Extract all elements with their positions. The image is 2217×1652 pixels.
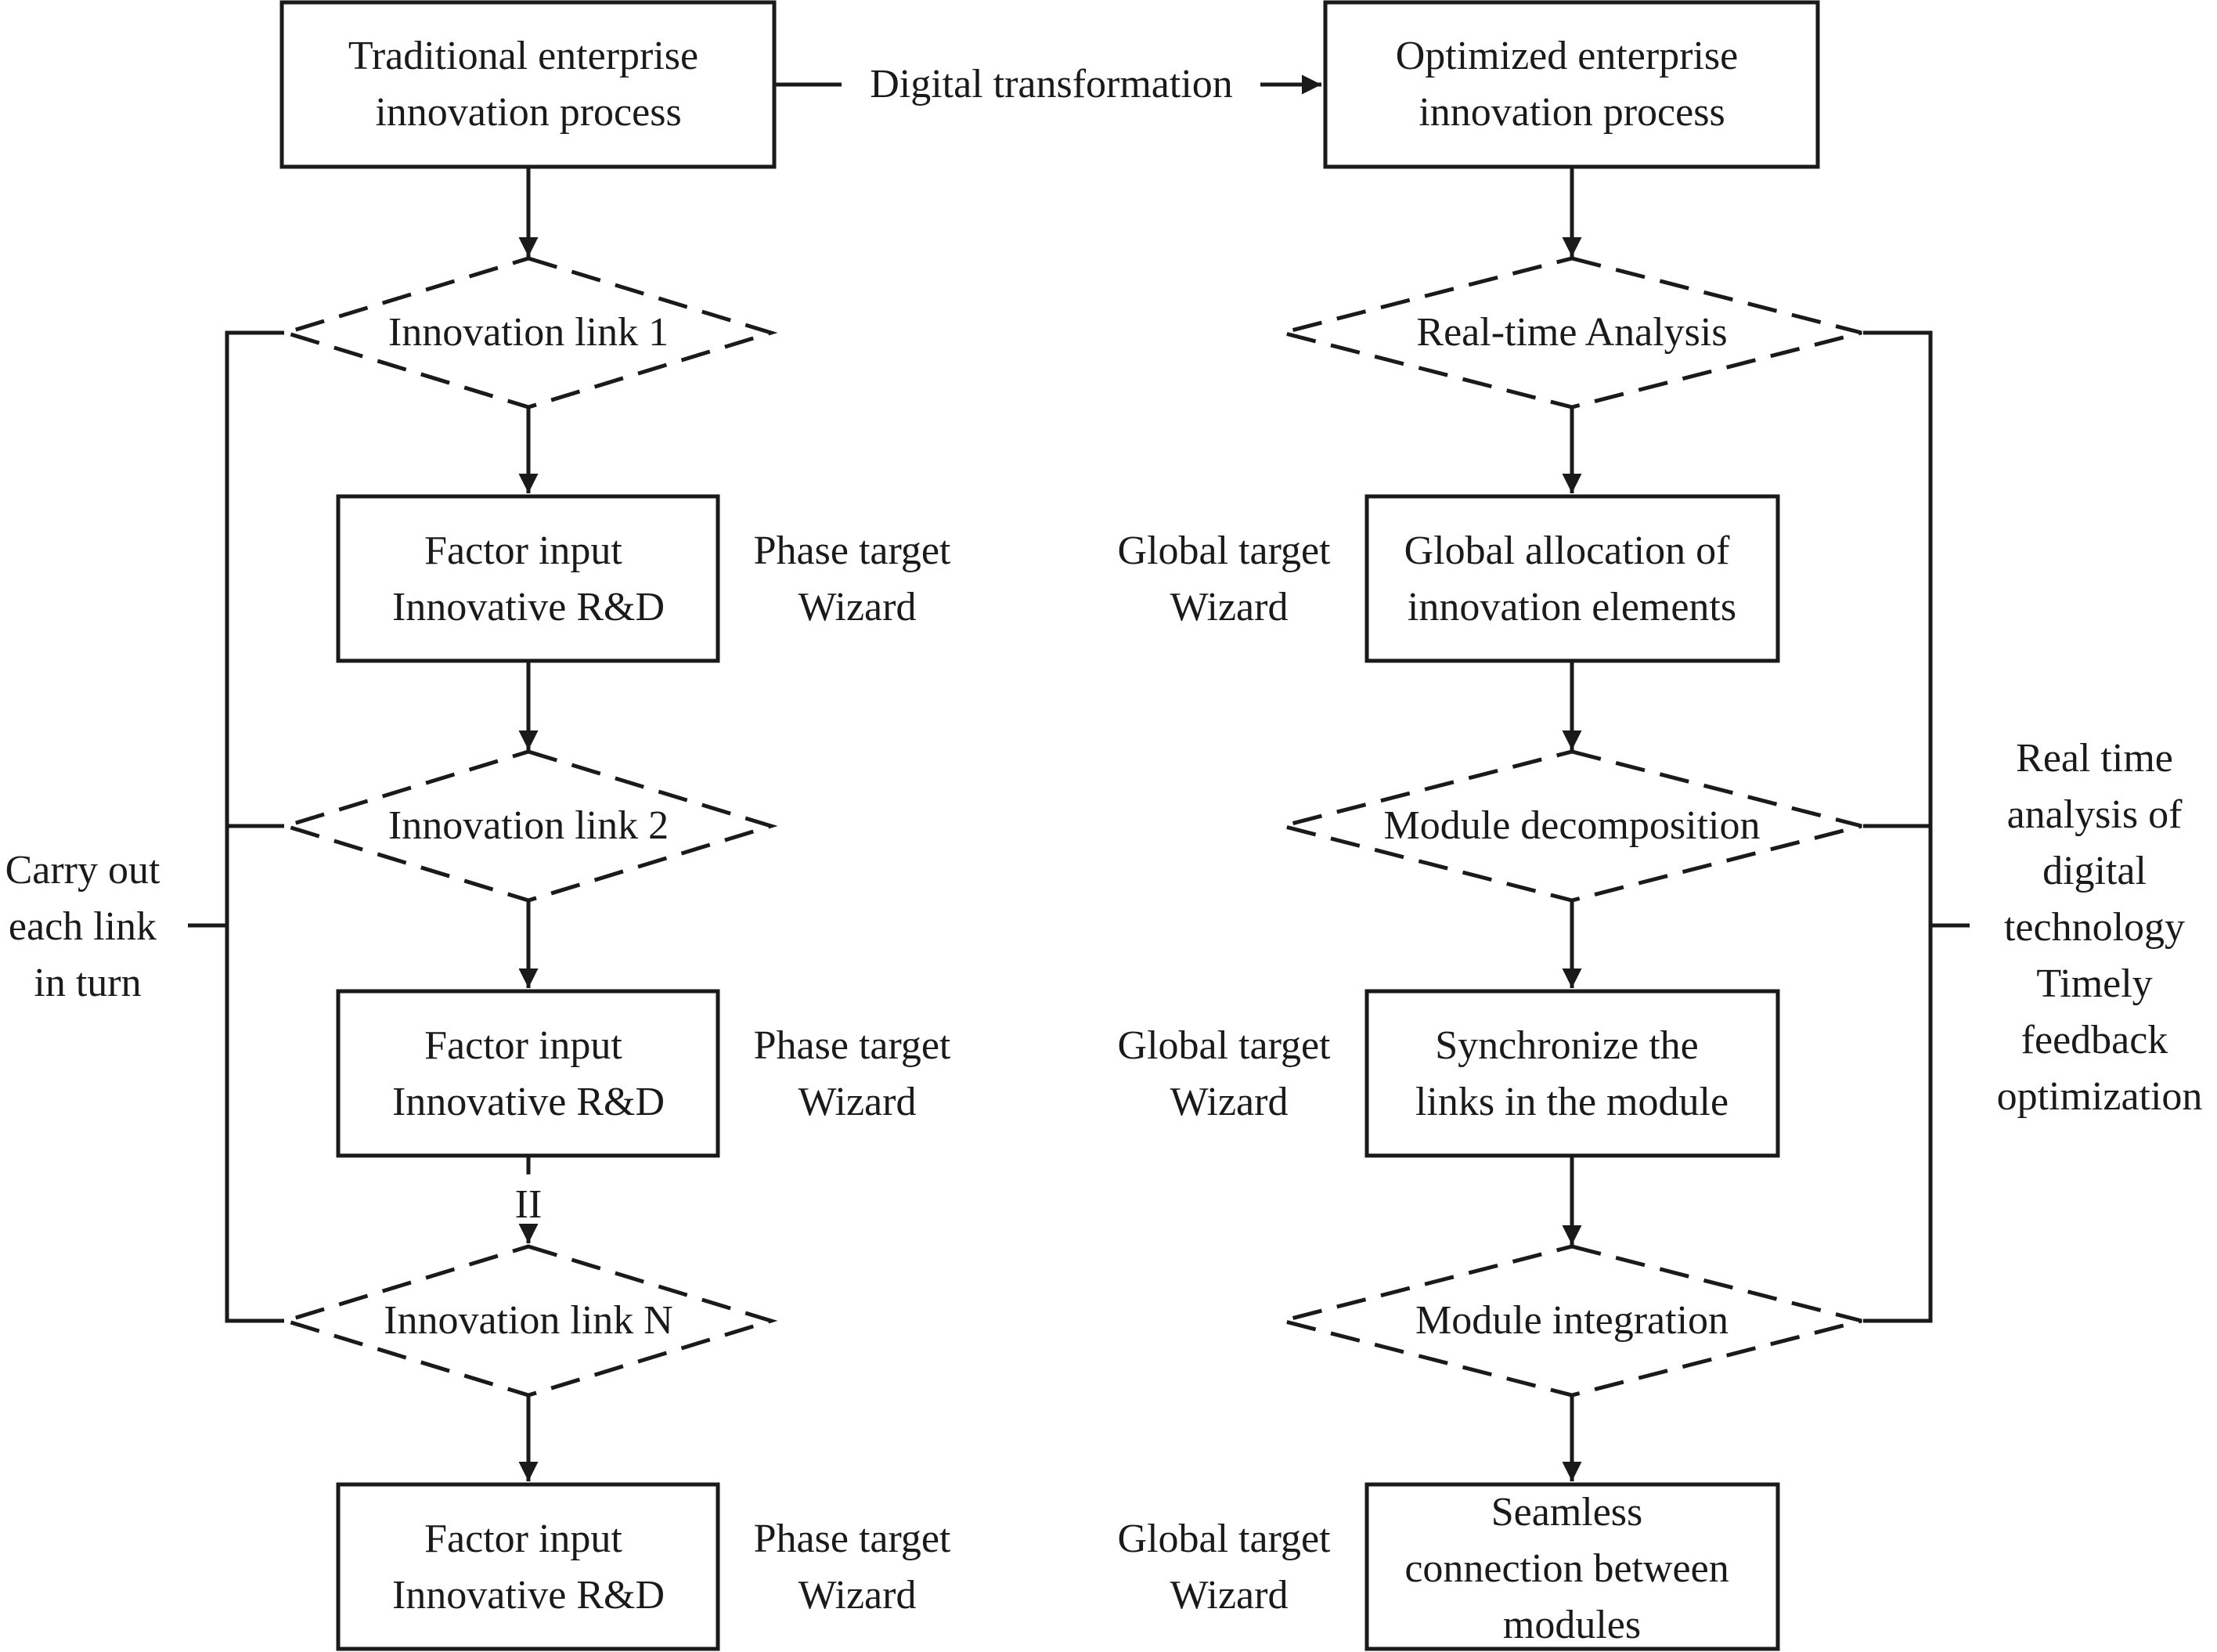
digital-transformation-label: Digital transformation	[870, 62, 1233, 106]
factor-input-box-2-line1: Factor input	[424, 1023, 622, 1068]
innovation-link-1-label: Innovation link 1	[388, 310, 669, 355]
right-loop-label-line1: Real time	[2016, 736, 2173, 781]
global-target-label-1-line2: Wizard	[1170, 585, 1289, 629]
phase-target-label-1: Phase target Wizard	[754, 528, 961, 629]
global-allocation-text: Global allocation of innovation elements	[1404, 528, 1740, 629]
traditional-process-title: Traditional enterprise innovation proces…	[348, 34, 708, 135]
synchronize-links-line2: links in the module	[1415, 1080, 1729, 1124]
factor-input-box-2-line2: Innovative R&D	[392, 1080, 665, 1124]
left-loop-label-line2: each link	[9, 904, 157, 949]
right-loop-label-line3: digital	[2042, 849, 2147, 893]
global-allocation-line1: Global allocation of	[1404, 528, 1731, 573]
synchronize-links-text: Synchronize the links in the module	[1415, 1023, 1729, 1124]
factor-input-box-1	[336, 494, 720, 663]
factor-input-box-1-line2: Innovative R&D	[392, 585, 665, 629]
synchronize-links-line1: Synchronize the	[1435, 1023, 1698, 1068]
seamless-connection-line2: connection between	[1404, 1546, 1729, 1591]
module-decomposition-label: Module decomposition	[1384, 803, 1761, 848]
innovation-link-2-label: Innovation link 2	[388, 803, 669, 848]
factor-input-box-3-line2: Innovative R&D	[392, 1573, 665, 1618]
global-allocation-box	[1364, 494, 1780, 663]
global-target-label-1-line1: Global target	[1118, 528, 1332, 573]
real-time-analysis-label: Real-time Analysis	[1416, 310, 1727, 355]
optimized-process-title-line1: Optimized enterprise	[1396, 34, 1739, 78]
factor-input-box-2-text: Factor input Innovative R&D	[392, 1023, 665, 1124]
seamless-connection-box	[1364, 1482, 1780, 1651]
right-loop-label-line5: Timely	[2036, 961, 2152, 1006]
phase-target-label-3: Phase target Wizard	[754, 1517, 961, 1618]
global-target-label-3-line1: Global target	[1118, 1517, 1332, 1561]
module-integration-label: Module integration	[1415, 1298, 1729, 1343]
right-loop-label-line6: feedback	[2021, 1018, 2168, 1062]
left-loop-bracket	[225, 330, 284, 1323]
factor-input-box-3-line1: Factor input	[424, 1517, 622, 1561]
phase-target-label-3-line2: Wizard	[798, 1573, 917, 1618]
factor-input-box-1-text: Factor input Innovative R&D	[392, 528, 665, 629]
factor-input-box-3	[336, 1482, 720, 1651]
phase-target-label-2-line1: Phase target	[754, 1023, 951, 1068]
optimized-process-box	[1323, 0, 1820, 169]
global-allocation-line2: innovation elements	[1408, 585, 1736, 629]
factor-input-box-2	[336, 989, 720, 1158]
left-loop-label-line3: in turn	[34, 961, 141, 1005]
left-loop-label: Carry out each link in turn	[5, 848, 171, 1005]
ellipsis-marker: II	[515, 1182, 543, 1227]
right-loop-label-line7: optimization	[1997, 1074, 2203, 1119]
traditional-process-title-line1: Traditional enterprise	[348, 34, 698, 78]
global-target-label-1: Global target Wizard	[1118, 528, 1341, 629]
factor-input-box-3-text: Factor input Innovative R&D	[392, 1517, 665, 1618]
left-loop-label-line1: Carry out	[5, 848, 160, 893]
phase-target-label-1-line1: Phase target	[754, 528, 951, 573]
phase-target-label-1-line2: Wizard	[798, 585, 917, 629]
global-target-label-3-line2: Wizard	[1170, 1573, 1289, 1618]
seamless-connection-line1: Seamless	[1491, 1490, 1643, 1535]
right-loop-label-line2: analysis of	[2007, 792, 2183, 837]
right-loop-label-line4: technology	[2004, 905, 2185, 950]
phase-target-label-2-line2: Wizard	[798, 1080, 917, 1124]
optimized-process-title-line2: innovation process	[1419, 90, 1725, 135]
global-target-label-3: Global target Wizard	[1118, 1517, 1341, 1618]
traditional-process-box	[279, 0, 777, 169]
right-loop-label: Real time analysis of digital technology…	[1997, 736, 2203, 1119]
phase-target-label-3-line1: Phase target	[754, 1517, 951, 1561]
optimized-process-title: Optimized enterprise innovation process	[1396, 34, 1749, 135]
global-target-label-2-line2: Wizard	[1170, 1080, 1289, 1124]
global-target-label-2: Global target Wizard	[1118, 1023, 1341, 1124]
factor-input-box-1-line1: Factor input	[424, 528, 622, 573]
traditional-process-title-line2: innovation process	[375, 90, 681, 135]
right-loop-bracket	[1863, 330, 1933, 1323]
seamless-connection-line3: modules	[1503, 1603, 1641, 1647]
synchronize-links-box	[1364, 989, 1780, 1158]
seamless-connection-text: Seamless connection between modules	[1404, 1490, 1739, 1647]
global-target-label-2-line1: Global target	[1118, 1023, 1332, 1068]
innovation-link-n-label: Innovation link N	[384, 1298, 673, 1343]
phase-target-label-2: Phase target Wizard	[754, 1023, 961, 1124]
